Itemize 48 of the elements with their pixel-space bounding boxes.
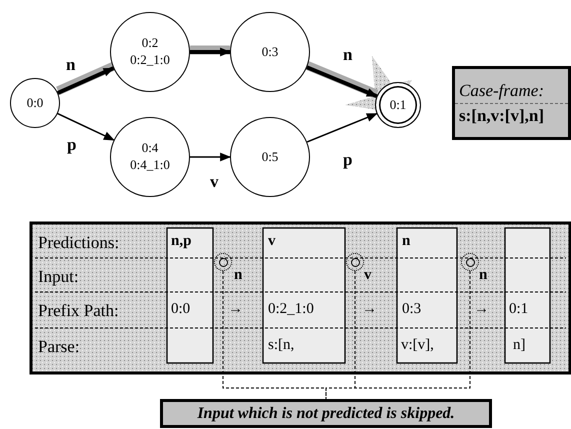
table-entry: →	[228, 302, 243, 317]
case-frame-text: s:[n,v:[v],n]	[458, 104, 545, 126]
table-entry: n,p	[171, 234, 192, 249]
table-entry: v:[v],	[401, 338, 434, 353]
arrow	[190, 48, 232, 56]
row-label: Prefix Path:	[38, 302, 119, 319]
state-label: 0:0	[26, 94, 44, 112]
input-marker-circle	[346, 253, 364, 271]
arrow	[57, 112, 115, 141]
edge-label: n	[66, 56, 76, 73]
table-entry: 0:0	[171, 302, 190, 317]
note-box	[160, 399, 492, 428]
table-entry: 0:1	[509, 302, 528, 317]
table-entry: 0:3	[402, 302, 422, 317]
table-entry: 0:2_1:0	[268, 302, 314, 317]
state-label: 0:4	[142, 140, 158, 157]
edge-label: n	[343, 46, 352, 63]
case-frame-box	[452, 66, 571, 140]
table-entry: v	[364, 268, 372, 283]
table-entry: n	[479, 268, 488, 283]
edge-label: p	[343, 151, 352, 168]
table-entry: n	[234, 268, 242, 283]
table-entry: →	[362, 302, 377, 317]
state-label: 0:2	[142, 35, 158, 52]
box-heading: Case-frame:	[455, 78, 568, 104]
state-label: 0:5	[262, 148, 278, 166]
bracket-line	[326, 270, 470, 400]
edge-label: p	[67, 136, 76, 153]
state-label: 0:4_1:0	[130, 157, 170, 174]
row-label: Predictions:	[38, 234, 120, 251]
table-entry: v	[268, 234, 276, 249]
row-label: Input:	[38, 268, 79, 285]
input-marker-circle	[214, 253, 232, 271]
final-state-circle	[375, 82, 421, 128]
state-label: 0:1	[390, 96, 406, 114]
input-marker-circle	[461, 253, 479, 271]
row-label: Parse:	[38, 338, 80, 355]
arrow	[190, 152, 232, 162]
table-entry: →	[474, 302, 489, 317]
table-entry: s:[n,	[268, 338, 294, 353]
edge-label: v	[210, 173, 218, 190]
table-entry: n	[402, 234, 410, 249]
table-entry: n]	[513, 338, 526, 353]
arrow	[306, 113, 378, 143]
note-text: Input which is not predicted is skipped.	[196, 404, 456, 422]
state-label: 0:3	[262, 44, 278, 60]
state-label: 0:2_1:0	[130, 52, 170, 69]
state-circle	[10, 78, 60, 128]
